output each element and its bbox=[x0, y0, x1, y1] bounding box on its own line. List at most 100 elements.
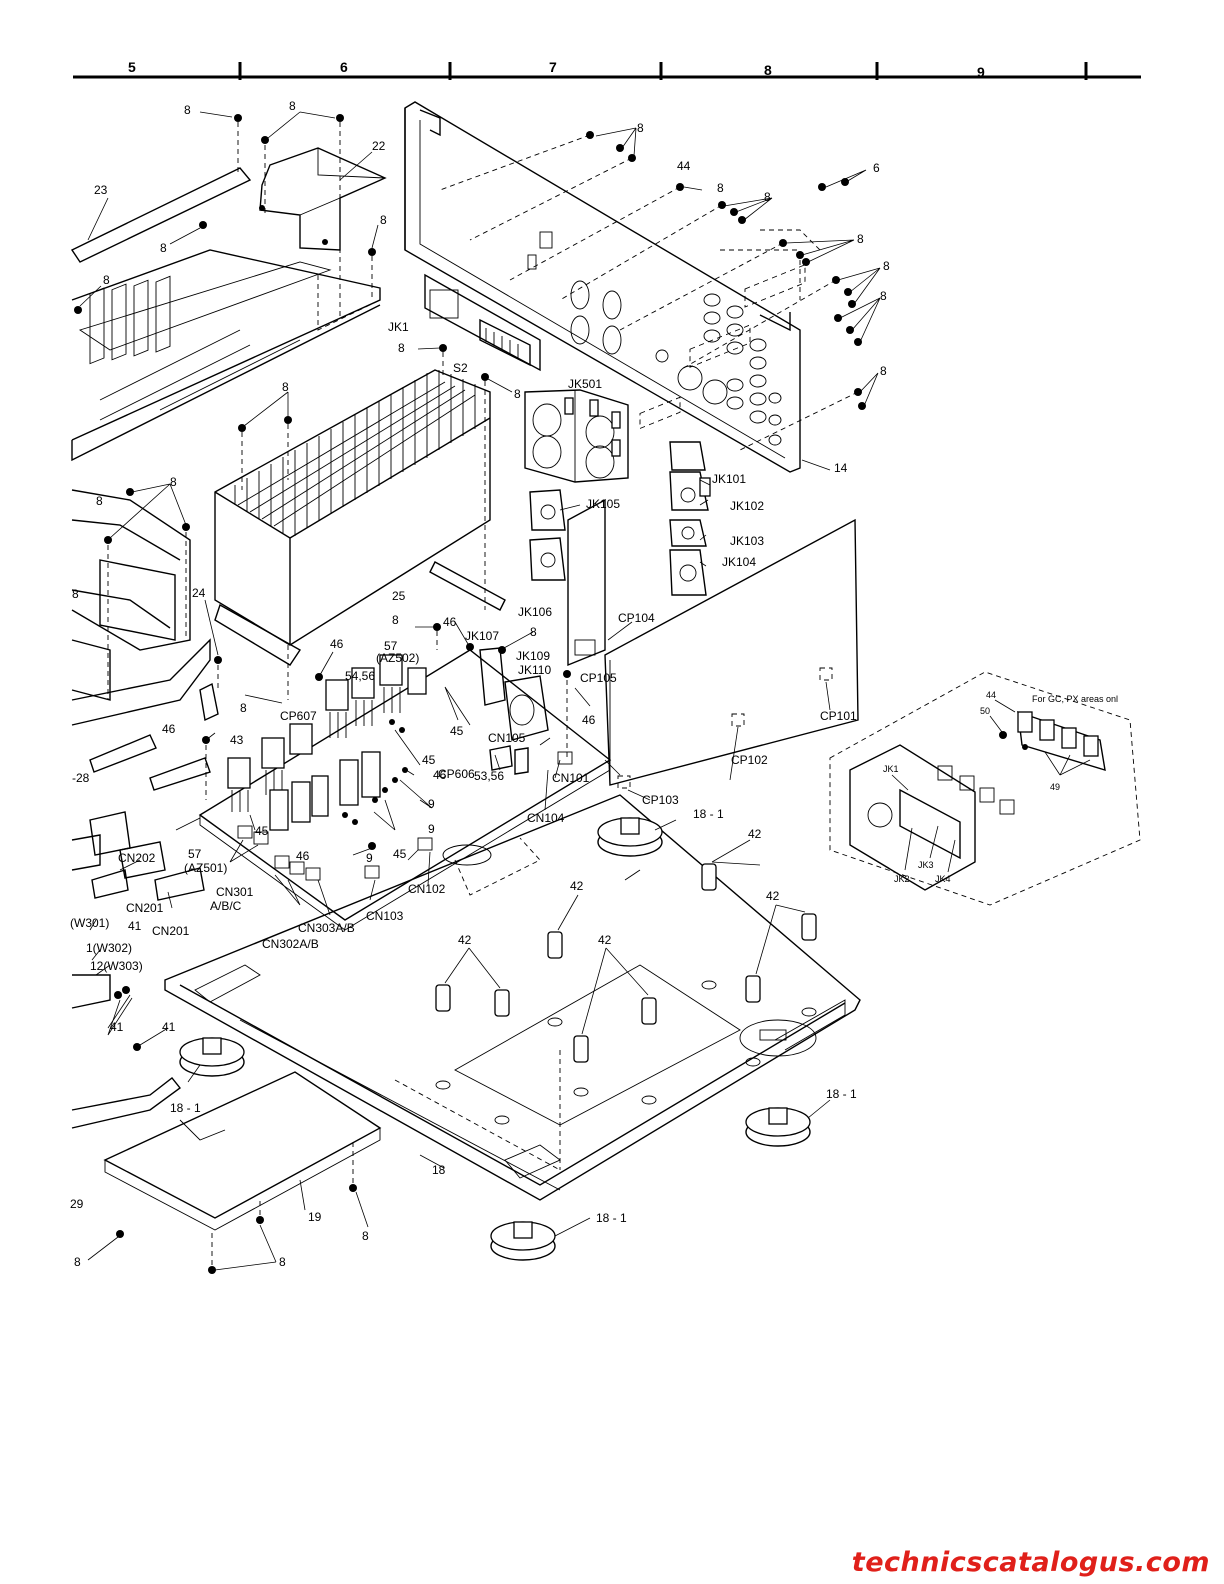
label-46: 46 bbox=[162, 722, 176, 736]
label-9: 9 bbox=[428, 797, 435, 811]
label-jk101: JK101 bbox=[712, 472, 746, 486]
label-46: 46 bbox=[296, 849, 310, 863]
zone-label-8: 8 bbox=[764, 62, 772, 78]
label-jk102: JK102 bbox=[730, 499, 764, 513]
label-46: 46 bbox=[582, 713, 596, 727]
label-jk1: JK1 bbox=[883, 764, 899, 774]
foot-right bbox=[745, 1107, 811, 1147]
label-jk4: JK4 bbox=[935, 874, 951, 884]
alignment-lines bbox=[107, 122, 859, 1274]
label-jk106: JK106 bbox=[518, 605, 552, 619]
label-9: 9 bbox=[428, 822, 435, 836]
label-45: 45 bbox=[422, 753, 436, 767]
label-46: 46 bbox=[330, 637, 344, 651]
label-8: 8 bbox=[282, 380, 289, 394]
zone-label-6: 6 bbox=[340, 59, 348, 75]
label-18-1: 18 - 1 bbox=[596, 1211, 627, 1225]
label-cn104: CN104 bbox=[527, 811, 565, 825]
label-8: 8 bbox=[514, 387, 521, 401]
label-8: 8 bbox=[857, 232, 864, 246]
zone-ruler: 5 6 7 8 9 bbox=[73, 59, 1141, 80]
label-8: 8 bbox=[279, 1255, 286, 1269]
speaker-terminal-jk501 bbox=[524, 389, 629, 483]
label-45: 45 bbox=[450, 724, 464, 738]
zone-label-7: 7 bbox=[549, 59, 557, 75]
watermark-text: technicscatalogus.com bbox=[851, 1547, 1210, 1578]
label-49: 49 bbox=[1050, 782, 1060, 792]
label-8: 8 bbox=[74, 1255, 81, 1269]
label-45: 45 bbox=[255, 824, 269, 838]
label-43: 43 bbox=[230, 733, 244, 747]
label-46: 46 bbox=[433, 768, 447, 782]
zone-label-9: 9 bbox=[977, 64, 985, 80]
label-41: 41 bbox=[162, 1020, 176, 1034]
label-jk103: JK103 bbox=[730, 534, 764, 548]
label-cp607: CP607 bbox=[280, 709, 317, 723]
leader-lines bbox=[79, 111, 881, 1271]
label-18-1: 18 - 1 bbox=[693, 807, 724, 821]
label-8: 8 bbox=[170, 475, 177, 489]
label-cn301-sub: A/B/C bbox=[210, 899, 242, 913]
label-18-1: 18 - 1 bbox=[170, 1101, 201, 1115]
part-labels: 8 8 22 23 8 8 8 8 44 8 8 6 8 8 8 8 14 JK… bbox=[70, 99, 1118, 1269]
label-w301: (W301) bbox=[70, 916, 109, 930]
label-8: 8 bbox=[637, 121, 644, 135]
label-19: 19 bbox=[308, 1210, 322, 1224]
label-cp105: CP105 bbox=[580, 671, 617, 685]
label-8: 8 bbox=[103, 273, 110, 287]
label-8: 8 bbox=[398, 341, 405, 355]
label-8: 8 bbox=[883, 259, 890, 273]
label-44: 44 bbox=[677, 159, 691, 173]
label-jk3: JK3 bbox=[918, 860, 934, 870]
label-8: 8 bbox=[880, 364, 887, 378]
label-42: 42 bbox=[766, 889, 780, 903]
label-23: 23 bbox=[94, 183, 108, 197]
label-w302: 1(W302) bbox=[86, 941, 132, 955]
power-amp-board bbox=[198, 647, 612, 931]
heatsink bbox=[214, 369, 506, 666]
label-jk104: JK104 bbox=[722, 555, 756, 569]
transformer-area bbox=[71, 489, 219, 1129]
label-6: 6 bbox=[873, 161, 880, 175]
standoffs-42 bbox=[435, 863, 817, 1063]
areas-inset bbox=[829, 671, 1141, 906]
top-cover bbox=[70, 167, 381, 462]
label-9: 9 bbox=[366, 851, 373, 865]
board-cp104 bbox=[604, 264, 859, 789]
label-18: 18 bbox=[432, 1163, 446, 1177]
label-8: 8 bbox=[184, 103, 191, 117]
label-jk110: JK110 bbox=[518, 663, 551, 677]
label-18-1: 18 - 1 bbox=[826, 1087, 857, 1101]
label-25: 25 bbox=[392, 589, 406, 603]
label-cn302: CN302A/B bbox=[262, 937, 319, 951]
label-45: 45 bbox=[393, 847, 407, 861]
label-areas-note: For GC, PX areas onl bbox=[1032, 694, 1118, 704]
foot-group bbox=[179, 817, 811, 1261]
label-jk105: JK105 bbox=[586, 497, 620, 511]
label-cn105: CN105 bbox=[488, 731, 526, 745]
label-jk107: JK107 bbox=[465, 629, 499, 643]
label-8: 8 bbox=[764, 190, 771, 204]
label-53-56: 53,56 bbox=[474, 769, 504, 783]
jacks-jk101-104 bbox=[669, 441, 711, 596]
label-cp103: CP103 bbox=[642, 793, 679, 807]
chassis-base bbox=[164, 794, 861, 1201]
label-8: 8 bbox=[392, 613, 399, 627]
foot-upper-right bbox=[597, 817, 663, 857]
label-8: 8 bbox=[240, 701, 247, 715]
label-41: 41 bbox=[110, 1020, 124, 1034]
label-cn202: CN202 bbox=[118, 851, 156, 865]
label-57: 57 bbox=[384, 639, 398, 653]
label-8: 8 bbox=[530, 625, 537, 639]
label-29: 29 bbox=[70, 1197, 84, 1211]
label-24: 24 bbox=[192, 586, 206, 600]
label-cn301: CN301 bbox=[216, 885, 254, 899]
label-8: 8 bbox=[380, 213, 387, 227]
rear-panel bbox=[404, 101, 821, 473]
label-50: 50 bbox=[980, 706, 990, 716]
zone-label-5: 5 bbox=[128, 59, 136, 75]
label-42: 42 bbox=[570, 879, 584, 893]
label-cp606: CP606 bbox=[438, 767, 475, 781]
jacks-jk105-106 bbox=[529, 489, 606, 667]
